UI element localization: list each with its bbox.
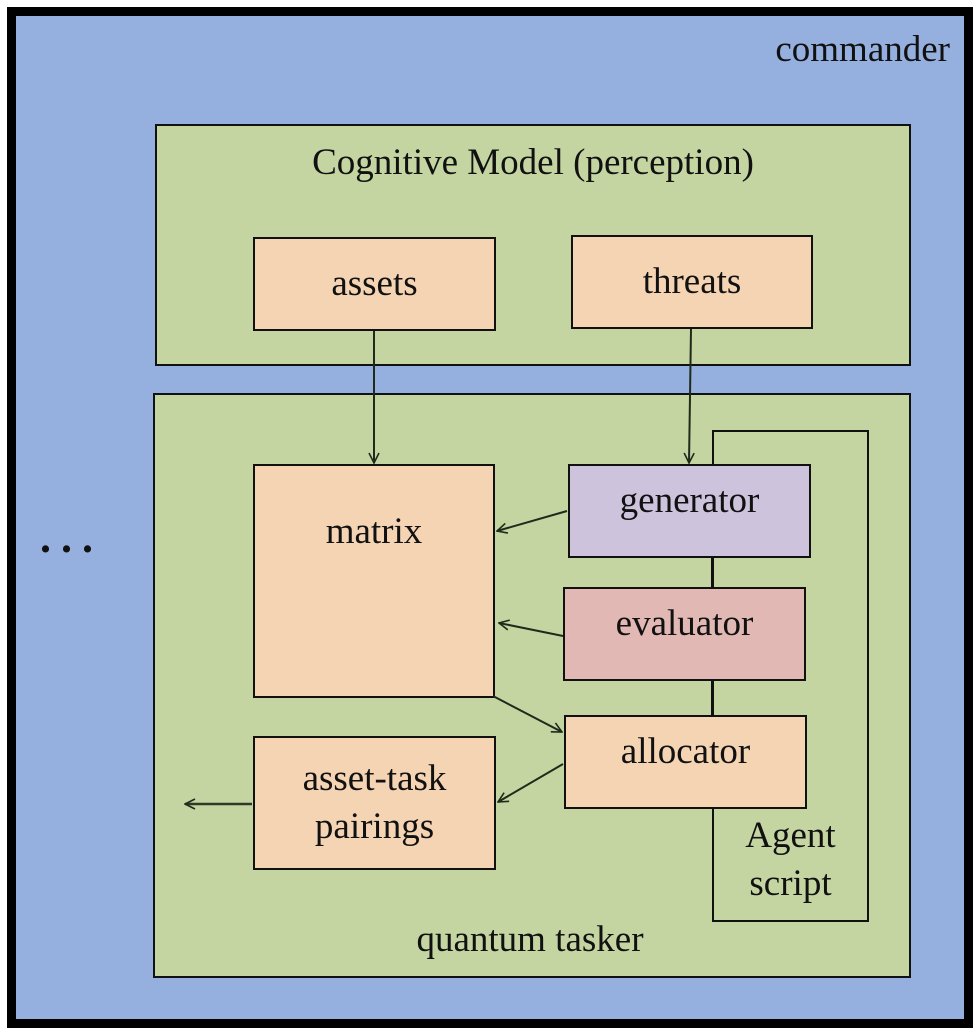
quantum-tasker-label: quantum tasker xyxy=(416,919,644,960)
assets-node: assets xyxy=(253,237,496,331)
commander-label: commander xyxy=(775,29,950,70)
asset-task-pairings-label: asset-task pairings xyxy=(303,755,447,851)
pairings-line2: pairings xyxy=(314,806,435,847)
pairings-line1: asset-task xyxy=(302,757,447,799)
agent-script-line1: Agent xyxy=(745,815,836,856)
matrix-label: matrix xyxy=(325,511,423,552)
allocator-node: allocator xyxy=(564,715,807,809)
threats-label: threats xyxy=(642,260,742,302)
assets-label: assets xyxy=(331,262,418,304)
generator-label: generator xyxy=(619,479,760,521)
generator-node: generator xyxy=(568,464,811,558)
matrix-node: matrix xyxy=(253,464,495,698)
allocator-label: allocator xyxy=(620,730,751,772)
evaluator-node: evaluator xyxy=(563,587,806,681)
agent-script-line2: script xyxy=(749,863,832,905)
asset-task-pairings-node: asset-task pairings xyxy=(253,736,496,870)
threats-node: threats xyxy=(571,235,813,329)
cognitive-model-label: Cognitive Model (perception) xyxy=(312,142,754,183)
ellipsis: ... xyxy=(40,513,103,562)
agent-script-label: Agent script xyxy=(712,812,869,908)
evaluator-label: evaluator xyxy=(615,602,754,644)
